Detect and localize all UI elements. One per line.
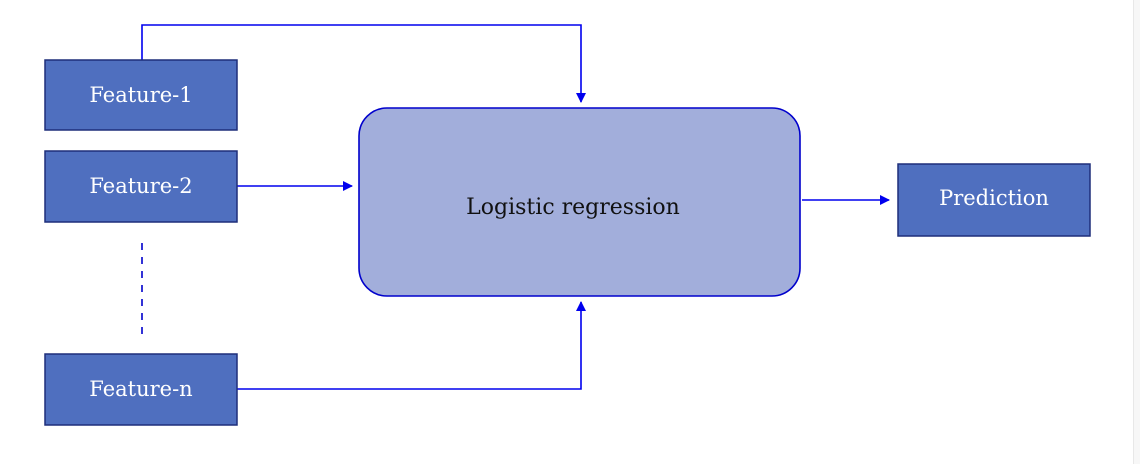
model-box: Logistic regression (358, 107, 801, 297)
prediction-label: Prediction (939, 186, 1049, 210)
feature-box-n: Feature-n (44, 353, 238, 426)
connector-feature-n-to-model (237, 301, 586, 390)
prediction-box: Prediction (897, 163, 1091, 237)
feature-box-1-label: Feature-1 (89, 83, 192, 107)
feature-box-n-label: Feature-n (89, 377, 192, 401)
scrollbar-edge (1133, 0, 1140, 464)
feature-box-1: Feature-1 (44, 59, 238, 131)
connector-feature-1-to-model (141, 24, 586, 103)
feature-box-2-label: Feature-2 (89, 174, 192, 198)
model-label: Logistic regression (466, 195, 680, 220)
feature-box-2: Feature-2 (44, 150, 238, 223)
